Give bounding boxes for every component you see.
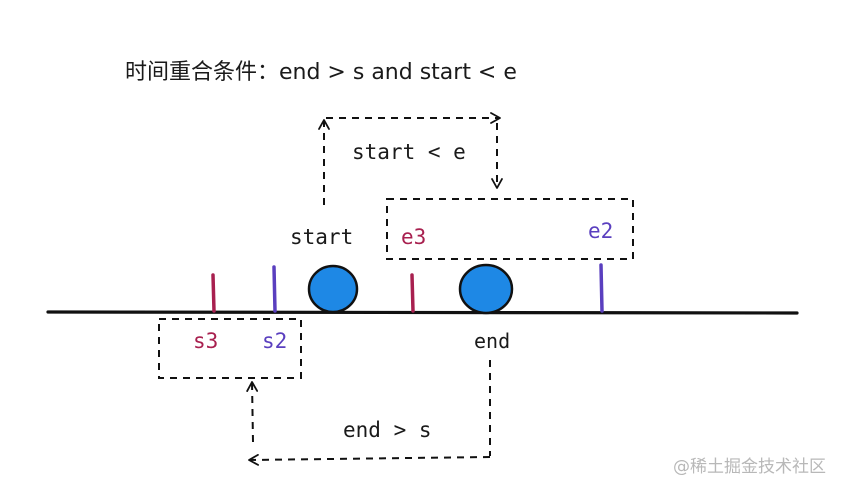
s3-tick [211,273,216,313]
e2-tick [599,263,604,313]
s-up-arrow [246,381,259,443]
e3-label: e3 [401,225,426,249]
start-lt-e-label: start < e [352,140,466,164]
start-marker-icon [307,264,359,314]
end-marker-icon [458,263,514,315]
timeline-axis [46,310,799,315]
s2-label: s2 [262,329,287,353]
s3-label: s3 [193,329,218,353]
end-gt-s-label: end > s [343,418,432,442]
end-label: end [474,329,510,353]
e-values-box [386,198,634,260]
watermark: @稀土掘金技术社区 [673,457,826,477]
e2-label: e2 [588,219,613,243]
end-to-s-bottom-arrow [248,453,491,466]
diagram-title: 时间重合条件：end > s and start < e [125,60,517,85]
s-values-box [158,318,302,379]
e3-tick [410,273,415,313]
s2-tick [272,265,277,313]
start-label: start [290,225,353,249]
